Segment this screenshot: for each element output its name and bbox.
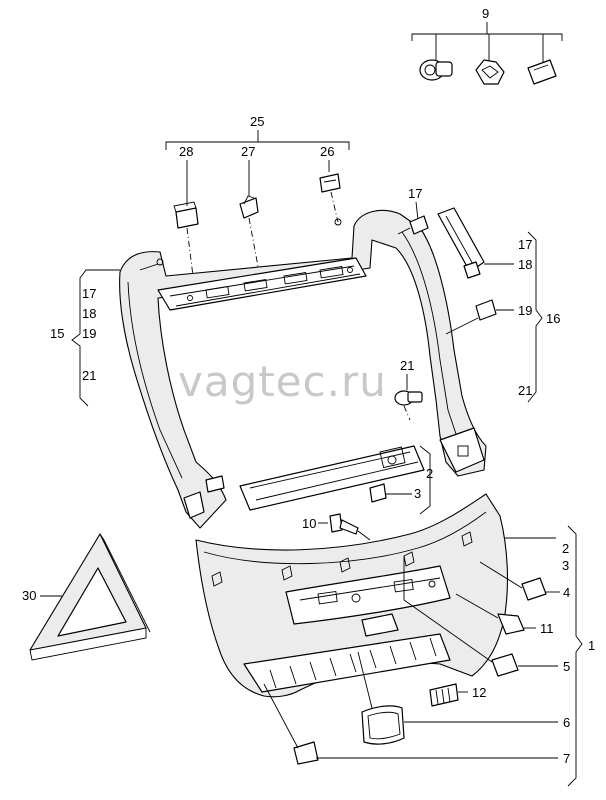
label-10: 10 [302,516,316,531]
clip-11 [497,613,525,635]
label-5: 5 [563,659,570,674]
label-19-left: 19 [82,326,96,341]
label-21-left: 21 [82,368,96,383]
label-30: 30 [22,588,36,603]
group-9: 9 [411,6,563,85]
clip-19 [475,299,497,321]
bracket-1 [567,525,583,787]
screw-10 [329,513,343,533]
handle-bar [239,445,425,511]
upper-trim-frame [119,209,487,529]
clip-12 [429,683,459,707]
clip-21-group: 21 [394,358,423,421]
label-19-right: 19 [518,303,532,318]
label-17-left: 17 [82,286,96,301]
frame-right-lower [439,427,485,473]
clip-28 [173,201,199,229]
label-2-right: 2 [562,541,569,556]
label-18-right: 18 [518,257,532,272]
label-25: 25 [250,114,264,129]
axis-27 [248,217,263,289]
watermark: vagtec.ru [178,357,387,406]
frame-left-clip [183,491,205,519]
pull-strap-18 [437,207,485,273]
label-28: 28 [179,144,193,159]
group-25: 25 28 27 26 [165,114,350,301]
panel-lower-rib [243,633,451,693]
clip-5 [491,653,519,677]
clip-4 [521,577,547,601]
label-4: 4 [563,585,570,600]
clip-9c [527,59,557,85]
frame-crossbar [157,257,367,311]
label-12: 12 [472,685,486,700]
label-1: 1 [588,638,595,653]
clip-26 [319,173,341,193]
panel-center-grip [361,613,399,637]
clip-9b [475,59,505,85]
warning-triangle-group: 30 [22,533,151,661]
clip-3-center [369,483,387,503]
leader-17-top [415,201,419,221]
right-handle-group: 17 17 18 19 21 16 [397,186,560,403]
clip-27 [239,195,259,219]
screw-10-group: 10 [302,513,371,541]
label-21-right: 21 [518,383,532,398]
label-7: 7 [563,751,570,766]
clip-17-top [409,215,429,235]
label-26: 26 [320,144,334,159]
label-27: 27 [241,144,255,159]
panel-handle-recess [285,565,451,625]
label-18-left: 18 [82,306,96,321]
label-11: 11 [540,621,554,636]
lower-trim-panel [195,493,509,698]
center-bar-group: 2 3 [239,445,433,515]
bracket-25 [165,141,350,150]
label-3-center: 3 [414,486,421,501]
label-3-right: 3 [562,558,569,573]
label-6: 6 [563,715,570,730]
label-9: 9 [482,6,489,21]
bracket-16 [527,231,543,403]
label-16: 16 [546,311,560,326]
bracket-9 [411,33,563,41]
label-21-center: 21 [400,358,414,373]
lower-panel-callouts: 1 2 3 4 11 5 12 6 7 [263,525,595,787]
clip-7 [293,741,319,765]
bracket-15 [71,269,120,407]
axis-26 [330,191,339,223]
clip-9a [419,59,453,81]
label-15: 15 [50,326,64,341]
cover-6 [361,705,405,745]
left-bracket-group: 17 18 15 19 21 [50,269,120,407]
label-17-right: 17 [518,237,532,252]
label-17-top: 17 [408,186,422,201]
